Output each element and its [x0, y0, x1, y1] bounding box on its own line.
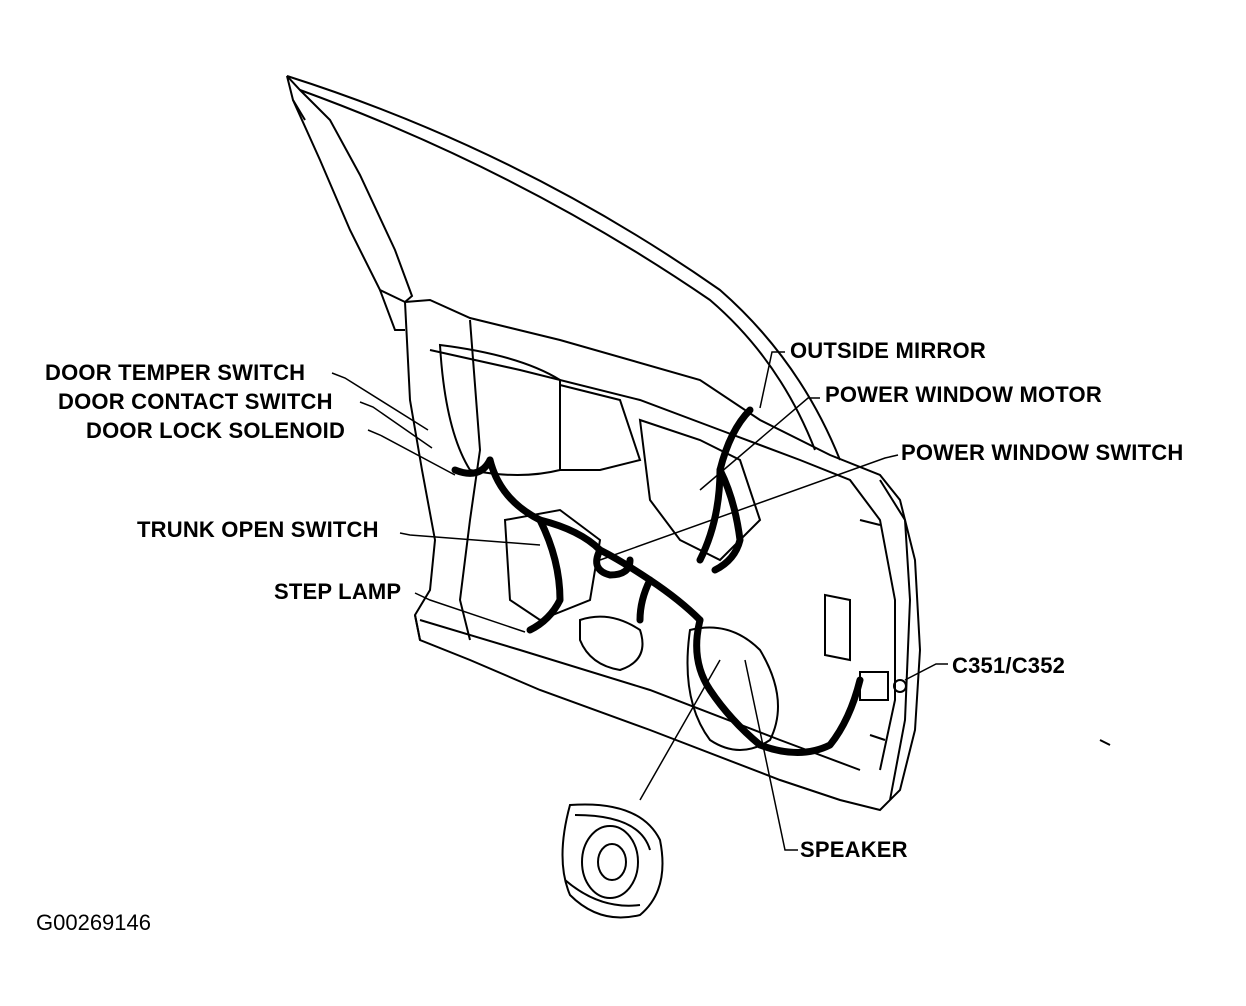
label-step-lamp: STEP LAMP [274, 579, 402, 604]
leader-trunk-open-switch [399, 532, 541, 546]
leader-door-lock-solenoid [367, 429, 456, 476]
leader-outside-mirror [759, 351, 785, 409]
label-door-lock-solenoid: DOOR LOCK SOLENOID [86, 418, 346, 443]
label-power-window-motor: POWER WINDOW MOTOR [825, 382, 1102, 407]
figure-id: G00269146 [36, 910, 151, 935]
leader-power-window-switch [599, 454, 899, 561]
leader-connector [904, 663, 948, 681]
leader-speaker [744, 659, 798, 851]
wiring-harness [451, 406, 864, 756]
label-door-temper-switch: DOOR TEMPER SWITCH [45, 360, 306, 385]
door-body [403, 298, 922, 812]
speaker-component [561, 803, 664, 919]
leader-step-lamp [414, 592, 526, 633]
connector-c351-c352 [859, 671, 907, 701]
leader-lines [331, 351, 948, 851]
window-frame [286, 75, 841, 461]
label-door-contact-switch: DOOR CONTACT SWITCH [58, 389, 333, 414]
label-speaker: SPEAKER [800, 837, 908, 862]
label-power-window-switch: POWER WINDOW SWITCH [901, 440, 1184, 465]
label-trunk-open-switch: TRUNK OPEN SWITCH [137, 517, 379, 542]
label-outside-mirror: OUTSIDE MIRROR [790, 338, 986, 363]
leader-door-contact-switch [359, 401, 433, 449]
label-connector-c351-c352: C351/C352 [952, 653, 1066, 678]
leader-speaker-lower [639, 659, 721, 801]
leader-power-window-motor [699, 397, 820, 491]
leader-door-temper-switch [331, 372, 429, 431]
